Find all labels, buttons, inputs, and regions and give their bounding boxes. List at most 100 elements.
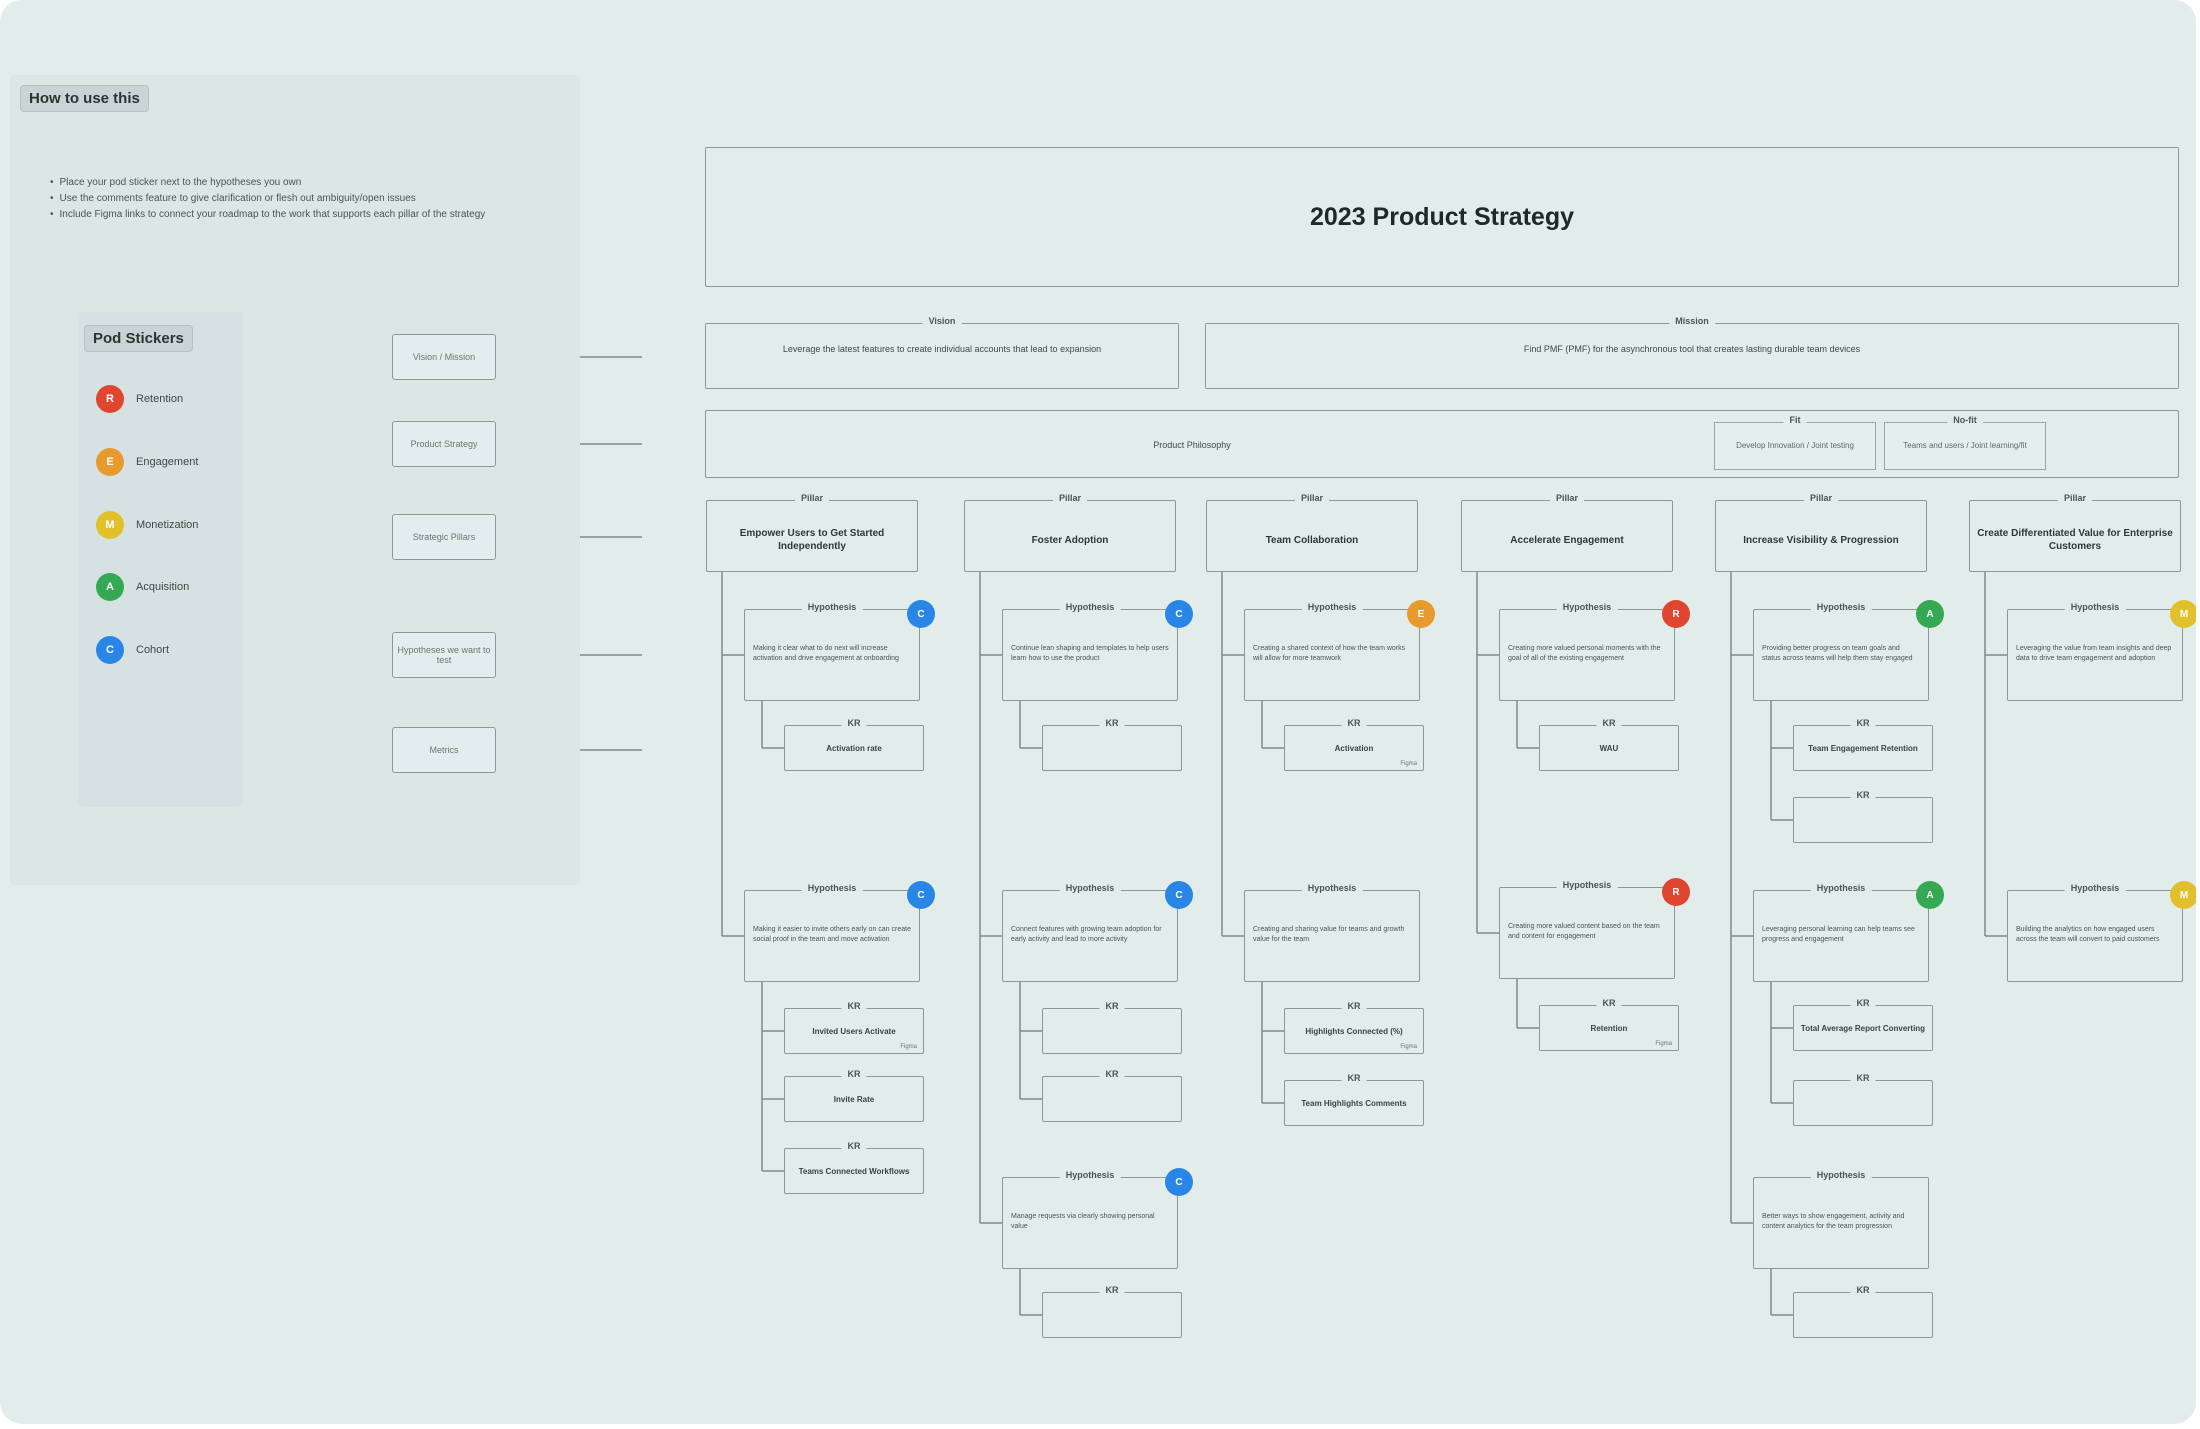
pod-sticker-badge-icon[interactable]: R	[1662, 878, 1690, 906]
metric-tag: KR	[1850, 790, 1876, 800]
hypothesis-text: Leveraging the value from team insights …	[2016, 645, 2172, 662]
philosophy-sub-fit[interactable]: Fit Develop Innovation / Joint testing	[1714, 415, 1876, 470]
pod-sticker-badge-icon[interactable]: E	[1407, 600, 1435, 628]
metric-card[interactable]: KR	[1042, 718, 1182, 771]
metric-card[interactable]: KR	[1793, 790, 1933, 843]
hypothesis-tag: Hypothesis	[1810, 1170, 1872, 1180]
philosophy-sub-nofit[interactable]: No-fit Teams and users / Joint learning/…	[1884, 415, 2046, 470]
sticker-retention-icon[interactable]: R	[96, 385, 124, 413]
mission-box[interactable]: Mission Find PMF (PMF) for the asynchron…	[1205, 316, 2179, 389]
metric-tag: KR	[1850, 998, 1876, 1008]
pillar-title: Increase Visibility & Progression	[1743, 534, 1899, 546]
metric-tag: KR	[1596, 998, 1622, 1008]
row-label[interactable]: Metrics	[392, 727, 496, 773]
metric-text	[1047, 1009, 1177, 1053]
strategy-title-box[interactable]: 2023 Product Strategy	[705, 147, 2179, 287]
metric-tag: KR	[841, 1141, 867, 1151]
sticker-monetization-icon[interactable]: M	[96, 511, 124, 539]
pod-sticker-badge-icon[interactable]: C	[907, 600, 935, 628]
pod-sticker-badge-icon[interactable]: C	[1165, 600, 1193, 628]
metric-text: Team Highlights Comments	[1301, 1098, 1407, 1108]
pod-sticker-badge-icon[interactable]: C	[1165, 881, 1193, 909]
legend-label: Retention	[136, 393, 184, 405]
sub-tag: Fit	[1783, 415, 1807, 425]
hypothesis-text: Manage requests via clearly showing pers…	[1011, 1213, 1155, 1230]
metric-card[interactable]: KR	[1042, 1001, 1182, 1054]
philosophy-box[interactable]: Product Philosophy Fit Develop Innovatio…	[705, 410, 2179, 478]
pod-sticker-badge-icon[interactable]: A	[1916, 881, 1944, 909]
hypothesis-tag: Hypothesis	[1556, 880, 1618, 890]
howto-bullet: Place your pod sticker next to the hypot…	[50, 175, 485, 191]
sticker-cohort-icon[interactable]: C	[96, 636, 124, 664]
pod-sticker-badge-icon[interactable]: R	[1662, 600, 1690, 628]
legend-label: Engagement	[136, 456, 199, 468]
metric-card[interactable]: KR	[1042, 1069, 1182, 1122]
row-label[interactable]: Vision / Mission	[392, 334, 496, 380]
metric-tag: KR	[1099, 718, 1125, 728]
legend-item-engagement[interactable]: E Engagement	[96, 448, 198, 476]
pillar-title: Team Collaboration	[1265, 534, 1359, 546]
sticker-engagement-icon[interactable]: E	[96, 448, 124, 476]
metric-text	[1798, 1293, 1928, 1337]
pod-sticker-badge-icon[interactable]: A	[1916, 600, 1944, 628]
metric-card[interactable]: KR	[1793, 1073, 1933, 1126]
row-label[interactable]: Product Strategy	[392, 421, 496, 467]
pod-sticker-badge-icon[interactable]: C	[1165, 1168, 1193, 1196]
metric-card[interactable]: KR	[1793, 1285, 1933, 1338]
sub-tag: No-fit	[1947, 415, 1983, 425]
metric-card[interactable]: KR	[1042, 1285, 1182, 1338]
sub-label: Teams and users / Joint learning/fit	[1903, 441, 2027, 450]
hypothesis-tag: Hypothesis	[1059, 1170, 1121, 1180]
metric-note: Figma	[1400, 1044, 1417, 1050]
pod-sticker-badge-icon[interactable]: M	[2170, 881, 2196, 909]
hypothesis-text: Creating a shared context of how the tea…	[1253, 645, 1406, 662]
howto-list: Place your pod sticker next to the hypot…	[50, 175, 486, 223]
hypothesis-text: Continue lean shaping and templates to h…	[1011, 645, 1169, 662]
sticker-acquisition-icon[interactable]: A	[96, 573, 124, 601]
legend-item-retention[interactable]: R Retention	[96, 385, 183, 413]
pillar-title: Create Differentiated Value for Enterpri…	[1977, 528, 2173, 552]
row-label[interactable]: Strategic Pillars	[392, 514, 496, 560]
vision-box[interactable]: Vision Leverage the latest features to c…	[705, 316, 1179, 389]
pod-sticker-badge-icon[interactable]: C	[907, 881, 935, 909]
row-label[interactable]: Hypotheses we want to test	[392, 632, 496, 678]
metric-text	[1798, 798, 1928, 842]
pod-sticker-badge-icon[interactable]: M	[2170, 600, 2196, 628]
